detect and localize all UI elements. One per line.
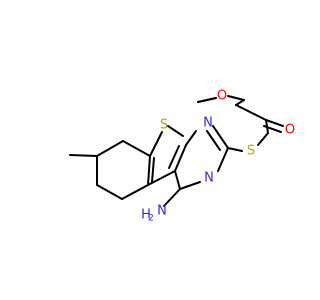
bond xyxy=(206,130,221,151)
bond xyxy=(149,131,163,157)
bond-group xyxy=(69,95,284,207)
bond xyxy=(122,140,151,157)
bond xyxy=(217,147,229,172)
bond xyxy=(257,132,269,146)
nitrogen-bottom-label: N xyxy=(204,171,214,186)
sulfur-thioether-label: S xyxy=(247,144,255,159)
bond xyxy=(235,104,267,121)
bond xyxy=(185,130,197,146)
bond xyxy=(179,181,201,190)
bond xyxy=(96,184,123,200)
bond xyxy=(174,144,187,172)
bond xyxy=(197,97,217,103)
bond xyxy=(235,99,245,106)
bond xyxy=(147,155,151,186)
ester-methyl xyxy=(197,97,217,103)
bond xyxy=(227,95,245,101)
bond xyxy=(147,170,176,186)
bond xyxy=(227,147,243,152)
nitrogen-top-label: N xyxy=(203,116,213,131)
bond xyxy=(163,188,181,207)
bond xyxy=(69,154,98,157)
atom-labels: S N N S O O N H 2 xyxy=(141,89,295,224)
bond xyxy=(96,140,124,157)
sulfur-ring-label: S xyxy=(160,118,168,133)
amine-n-label: N xyxy=(157,204,167,219)
oxygen-ester-label: O xyxy=(217,89,227,104)
bond xyxy=(212,125,229,149)
bond xyxy=(263,125,282,133)
bond xyxy=(265,119,284,127)
amine-h2-subscript: 2 xyxy=(148,214,154,224)
bond xyxy=(174,170,181,190)
bond xyxy=(121,184,149,200)
oxygen-carbonyl-label: O xyxy=(285,123,295,138)
bond xyxy=(167,125,184,137)
bond xyxy=(168,145,180,169)
molecule-structure: S N N S O O N H 2 xyxy=(69,89,295,224)
bond xyxy=(151,157,155,183)
amine-h-label: H xyxy=(141,208,151,223)
molecule-canvas: S N N S O O N H 2 xyxy=(69,88,296,224)
